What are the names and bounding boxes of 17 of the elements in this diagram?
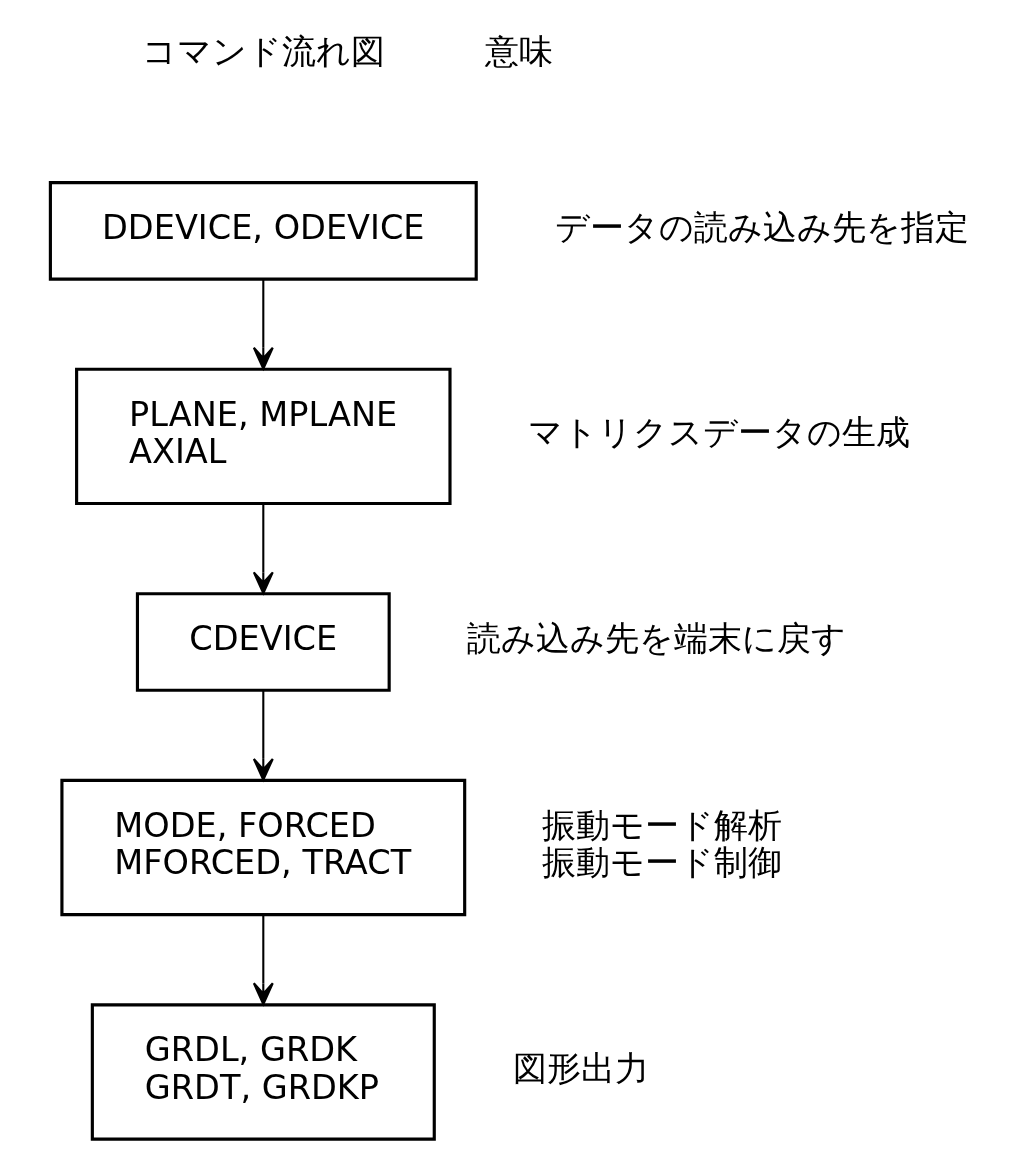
node-label: 振動モード解析 — [542, 805, 783, 845]
arrow — [252, 690, 274, 781]
arrow — [252, 915, 274, 1006]
arrow — [252, 279, 274, 370]
node-label: 振動モード制御 — [542, 843, 783, 883]
label: 意味 — [485, 31, 554, 71]
node-box: CDEVICE — [135, 592, 391, 692]
label: コマンド流れ図 — [141, 31, 385, 71]
node-box: MODE, FORCED MFORCED, TRACT — [60, 778, 467, 917]
node-label: 読み込み先を端末に戻す — [466, 618, 846, 658]
arrow — [252, 503, 274, 595]
node-box: PLANE, MPLANE AXIAL — [75, 367, 452, 506]
node-label: データの読み込み先を指定 — [554, 207, 969, 247]
node-label: マトリクスデータの生成 — [527, 413, 910, 453]
node-box: DDEVICE, ODEVICE — [48, 181, 478, 281]
node-box: GRDL, GRDK GRDT, GRDKP — [90, 1003, 436, 1141]
node-label: 図形出力 — [512, 1048, 649, 1088]
